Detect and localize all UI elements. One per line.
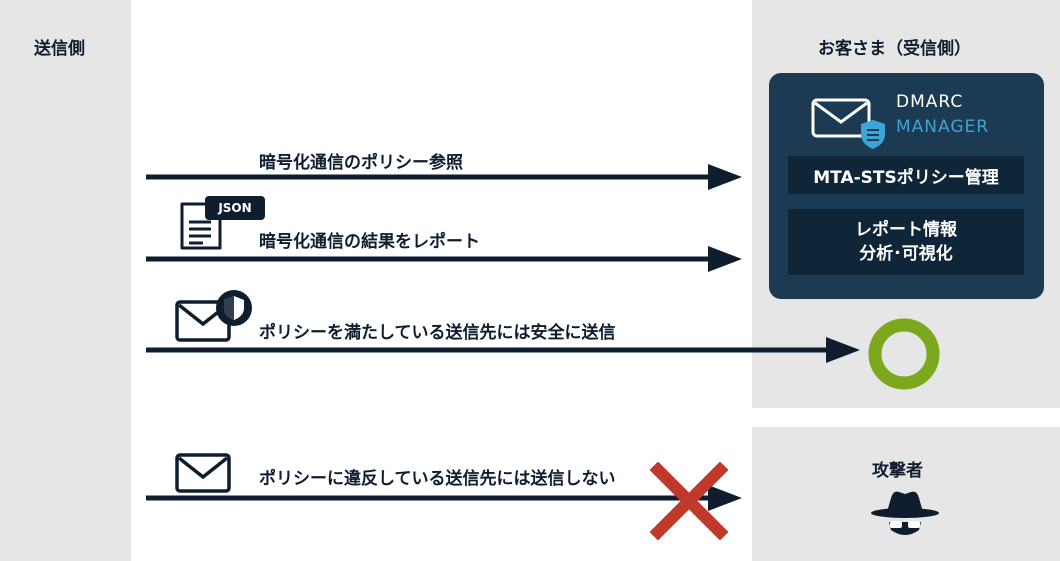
report-label-line1: レポート情報 [855,220,957,240]
arrow-policy-lookup [146,164,742,190]
spy-icon [871,491,939,535]
report-analysis-panel: レポート情報 分析･可視化 [788,209,1024,275]
shield-mail-icon [175,290,252,342]
flow-label-send-blocked: ポリシーに違反している送信先には送信しない [259,469,616,489]
cross-icon [650,462,728,540]
arrow-send-secure [146,337,860,363]
flow-label-policy-lookup: 暗号化通信のポリシー参照 [259,153,463,173]
mta-sts-policy-label: MTA-STSポリシー管理 [813,167,999,188]
json-badge: JSON [205,196,265,220]
arrow-report [146,246,742,272]
sender-heading: 送信側 [34,39,85,59]
arrow-send-blocked [146,485,742,511]
dmarc-logo-line1: DMARC [896,92,964,112]
customer-heading: お客さま（受信側） [818,39,971,59]
dmarc-manager-panel: DMARC MANAGER MTA-STSポリシー管理 レポート情報 分析･可視… [769,73,1044,299]
report-label-line2: 分析･可視化 [859,244,953,264]
mta-sts-policy-panel: MTA-STSポリシー管理 [788,156,1024,194]
check-circle-icon [868,318,940,390]
flow-label-send-secure: ポリシーを満たしている送信先には安全に送信 [259,323,616,343]
sender-column [0,0,131,561]
flow-label-report: 暗号化通信の結果をレポート [259,232,480,252]
dmarc-logo-line2: MANAGER [896,117,990,137]
mail-icon [175,453,231,493]
dmarc-logo-icon [811,98,885,149]
attacker-heading: 攻撃者 [872,461,923,481]
